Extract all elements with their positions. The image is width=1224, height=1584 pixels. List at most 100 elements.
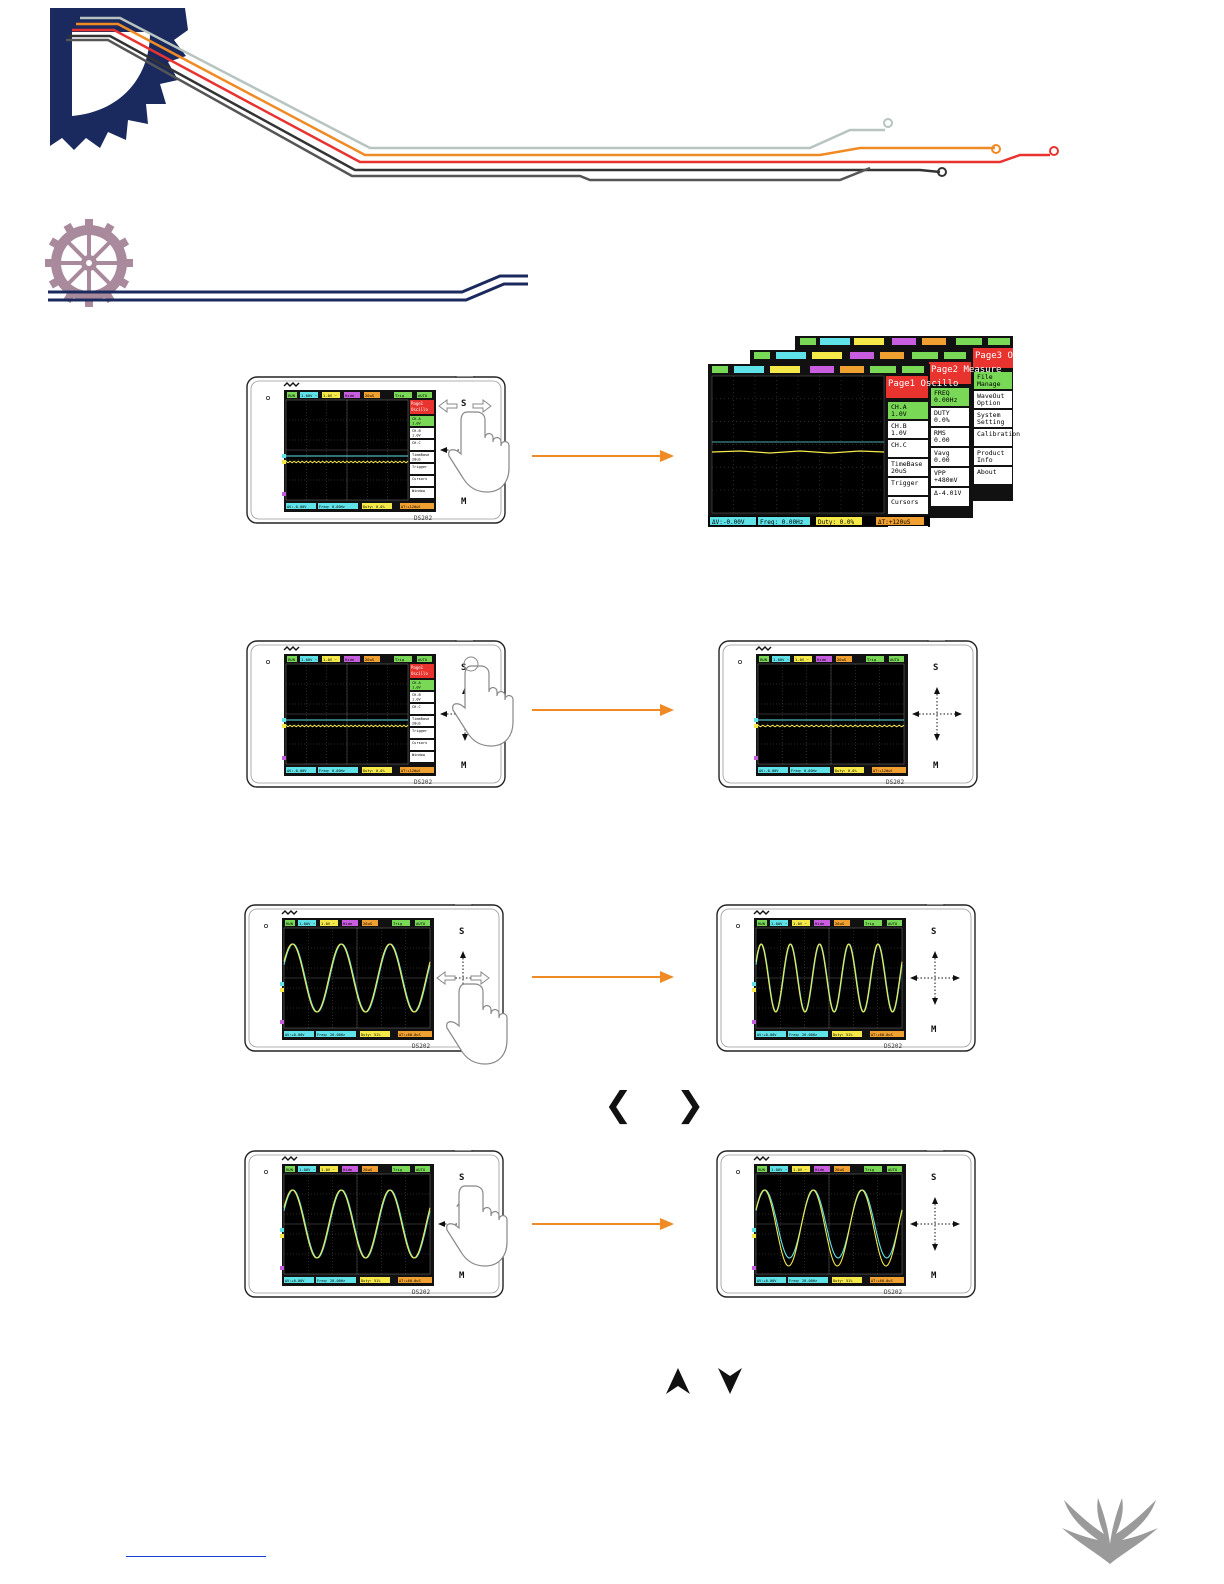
device-r2-right: RUN1.00V ~1.0V ~Hide20uSTrigAUTOΔV:-0.00… — [718, 640, 1000, 816]
svg-text:ΔV:-0.00V: ΔV:-0.00V — [287, 769, 307, 773]
svg-text:1.0V: 1.0V — [891, 410, 907, 418]
svg-text:Hide: Hide — [343, 1167, 353, 1172]
footer-link-underline[interactable] — [126, 1556, 266, 1557]
svg-text:Page1: Page1 — [411, 401, 424, 406]
svg-text:20uS: 20uS — [837, 657, 847, 662]
button-s: S — [459, 1173, 464, 1183]
svg-text:Trig: Trig — [395, 393, 404, 398]
svg-text:Trig: Trig — [865, 1167, 874, 1172]
svg-text:1.0V: 1.0V — [891, 429, 907, 437]
svg-text:Freq: 20.00Hz: Freq: 20.00Hz — [789, 1279, 817, 1283]
svg-text:0.00: 0.00 — [934, 456, 950, 464]
svg-text:Hide: Hide — [815, 1167, 825, 1172]
svg-text:Window: Window — [412, 489, 426, 493]
phoenix-logo — [1058, 1494, 1162, 1568]
svg-text:1.0V ~: 1.0V ~ — [793, 921, 807, 926]
svg-text:ΔT:+60.0uS: ΔT:+60.0uS — [871, 1033, 893, 1037]
svg-text:AUTO: AUTO — [416, 1167, 426, 1172]
device-r2-left: RUN1.00V ~1.0V ~Hide20uSTrigAUTOPage1Osc… — [246, 640, 528, 816]
svg-text:1.0V: 1.0V — [412, 698, 421, 702]
svg-text:Duty: 0.0%: Duty: 0.0% — [363, 769, 385, 773]
svg-text:Oscillo: Oscillo — [411, 671, 428, 676]
svg-text:Manage: Manage — [977, 380, 1001, 388]
svg-text:About: About — [977, 468, 997, 476]
svg-text:1.0V ~: 1.0V ~ — [793, 1167, 807, 1172]
device-model-label: DS202 — [884, 1289, 902, 1296]
svg-text:20uS: 20uS — [365, 657, 375, 662]
svg-text:RUN: RUN — [288, 393, 296, 398]
svg-text:Cursors: Cursors — [412, 741, 427, 745]
svg-text:ΔV:+0.00V: ΔV:+0.00V — [285, 1279, 305, 1283]
transition-arrow — [530, 1208, 680, 1238]
button-s: S — [931, 1173, 936, 1183]
svg-text:CH.B: CH.B — [412, 693, 421, 697]
svg-text:AUTO: AUTO — [888, 1167, 898, 1172]
svg-text:Duty: 51%: Duty: 51% — [833, 1279, 853, 1283]
page3-title: Page3 Options — [975, 351, 1020, 361]
svg-text:CH.A: CH.A — [412, 417, 421, 421]
svg-text:ΔT:+60.0uS: ΔT:+60.0uS — [399, 1279, 421, 1283]
page1-screen: Page1 Oscillo CH.A1.0VCH.B1.0VCH.CTimeBa… — [708, 364, 958, 533]
svg-text:RUN: RUN — [758, 1167, 766, 1172]
svg-text:Trig: Trig — [393, 1167, 402, 1172]
svg-text:20uS: 20uS — [363, 921, 373, 926]
svg-text:ΔV:-0.00V: ΔV:-0.00V — [287, 505, 307, 509]
svg-text:Duty: 0.0%: Duty: 0.0% — [818, 519, 855, 526]
svg-text:Δ-4.01V: Δ-4.01V — [934, 489, 961, 497]
svg-text:TimeBase: TimeBase — [412, 453, 429, 457]
svg-text:1.0V ~: 1.0V ~ — [795, 657, 809, 662]
svg-text:Hide: Hide — [343, 921, 353, 926]
svg-text:Calibration: Calibration — [977, 430, 1020, 438]
menu-pages-stack: Page3 Options FileManageWaveOutOptionSys… — [700, 334, 1020, 534]
svg-text:1.0V ~: 1.0V ~ — [323, 393, 337, 398]
button-m: M — [461, 497, 467, 507]
svg-text:1.0V ~: 1.0V ~ — [321, 921, 335, 926]
svg-text:1.00V ~: 1.00V ~ — [301, 393, 318, 398]
svg-text:Page1: Page1 — [411, 665, 424, 670]
transition-arrow — [530, 694, 680, 724]
button-m: M — [459, 1271, 465, 1281]
down-arrow-icon — [718, 1368, 742, 1394]
device-r4-right: RUN1.00V ~1.0V ~Hide20uSTrigAUTOΔV:+0.00… — [716, 1150, 998, 1326]
svg-text:Freq: 0.00Hz: Freq: 0.00Hz — [760, 519, 804, 526]
svg-text:20uS: 20uS — [835, 1167, 845, 1172]
left-arrow-icon: ❮ — [604, 1088, 633, 1122]
device-model-label: DS202 — [412, 1043, 430, 1050]
svg-text:1.0V ~: 1.0V ~ — [323, 657, 337, 662]
svg-text:AUTO: AUTO — [890, 657, 900, 662]
svg-text:Hide: Hide — [817, 657, 827, 662]
svg-text:20uS: 20uS — [835, 921, 845, 926]
svg-text:Trigger: Trigger — [891, 479, 918, 487]
svg-text:RUN: RUN — [758, 921, 766, 926]
svg-text:Duty: 51%: Duty: 51% — [833, 1033, 853, 1037]
svg-text:Freq: 20.00Hz: Freq: 20.00Hz — [317, 1279, 345, 1283]
transition-arrow — [530, 440, 680, 470]
device-model-label: DS202 — [414, 515, 432, 522]
svg-text:RUN: RUN — [286, 921, 294, 926]
button-m: M — [933, 761, 939, 771]
svg-text:ΔT:+120uS: ΔT:+120uS — [401, 769, 420, 773]
svg-text:Duty: 51%: Duty: 51% — [361, 1279, 381, 1283]
svg-text:Setting: Setting — [977, 418, 1004, 426]
device-model-label: DS202 — [886, 779, 904, 786]
svg-text:TimeBase: TimeBase — [412, 717, 429, 721]
svg-text:1.0V: 1.0V — [412, 422, 421, 426]
svg-text:0.00Hz: 0.00Hz — [934, 396, 958, 404]
svg-text:Cursors: Cursors — [412, 477, 427, 481]
svg-text:Oscillo: Oscillo — [411, 407, 428, 412]
right-arrow-icon: ❯ — [676, 1088, 705, 1122]
page1-title: Page1 Oscillo — [888, 379, 958, 389]
svg-text:1.0V: 1.0V — [412, 686, 421, 690]
gear-icon — [50, 8, 188, 150]
svg-text:Freq: 0.00Hz: Freq: 0.00Hz — [791, 769, 817, 773]
svg-text:Trigger: Trigger — [412, 465, 428, 469]
svg-text:Duty: 0.0%: Duty: 0.0% — [835, 769, 857, 773]
svg-text:Freq: 0.00Hz: Freq: 0.00Hz — [319, 505, 345, 509]
svg-text:Trig: Trig — [393, 921, 402, 926]
svg-text:ΔV:-0.00V: ΔV:-0.00V — [712, 519, 745, 526]
svg-text:20uS: 20uS — [412, 458, 421, 462]
svg-text:1.00V ~: 1.00V ~ — [771, 921, 788, 926]
